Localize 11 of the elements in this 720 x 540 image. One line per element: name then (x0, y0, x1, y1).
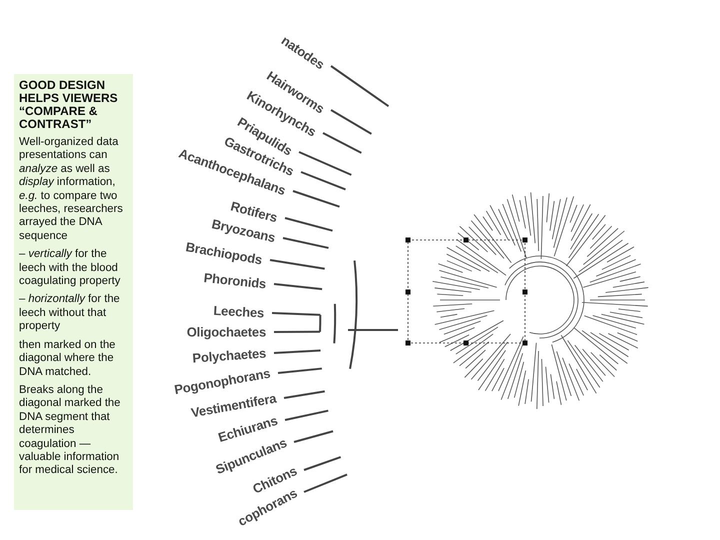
taxon-label: Phoronids (203, 270, 267, 292)
body-text: then marked on the diagonal where the DNA matched. (19, 338, 116, 379)
body-text: Well-organized data presentations can analyze as well as display information, e.g. to compare two leeches, researchers arrayed the DNA sequence (19, 136, 124, 244)
body-text: – horizontally for the leech without that property (19, 293, 121, 334)
taxon-label: Leeches (213, 302, 264, 320)
body-text: Breaks along the diagonal marked the DNA segment that determines coagulation — valuable information for medical science. (19, 384, 122, 478)
taxon-label: Polychaetes (192, 346, 267, 366)
panel-heading: GOOD DESIGN HELPS VIEWERS “COMPARE & CONTRAST” (19, 79, 119, 131)
taxon-label: Oligochaetes (186, 324, 266, 340)
taxon-label: Rotifers (229, 198, 279, 226)
body-text: – vertically for the leech with the blood coagulating property (19, 248, 122, 288)
